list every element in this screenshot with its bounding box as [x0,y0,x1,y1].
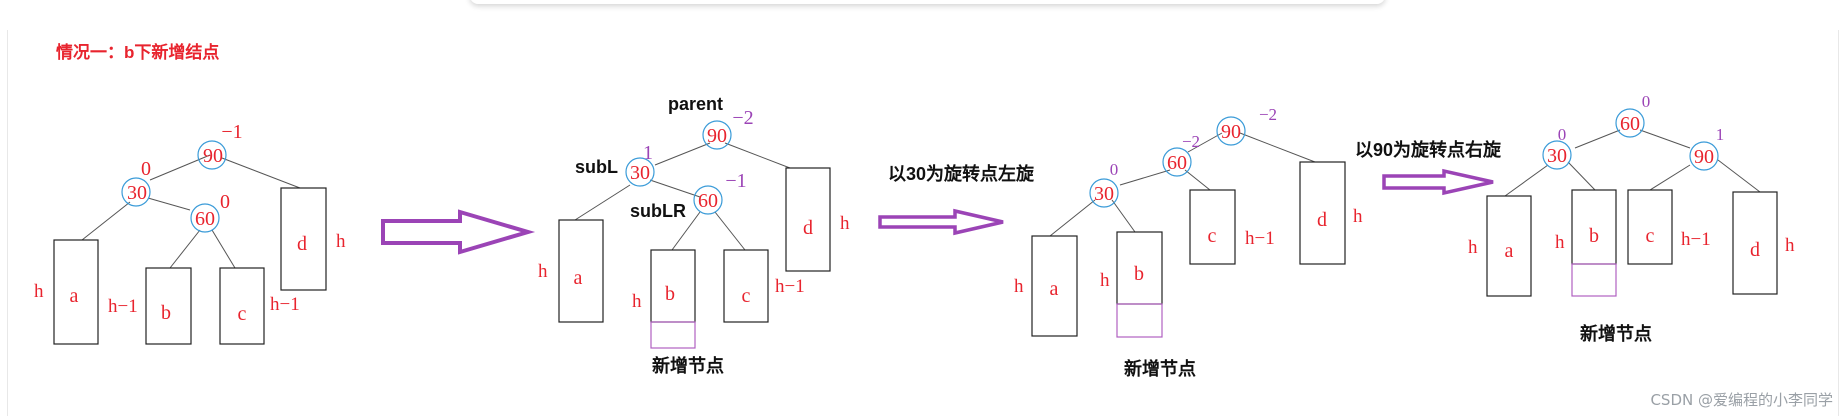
height-b: h [1100,270,1110,291]
new-node-label: 新增节点 [1580,323,1652,344]
subtree-a: a [70,285,79,307]
bf-90: −1 [221,121,242,143]
height-b: h−1 [108,296,138,317]
height-b: h [632,291,642,312]
subtree-d: d [1317,209,1327,231]
bf-30: 1 [643,142,653,164]
subtree-b: b [665,283,675,305]
height-a: h [1468,237,1478,258]
height-d: h [336,231,346,252]
step-2-label: 以90为旋转点右旋 [1355,139,1502,160]
node-60: 60 [1620,113,1640,135]
subtree-b: b [1589,225,1599,247]
node-30: 30 [127,182,147,204]
top-panel-edge [470,0,1385,4]
new-node-label: 新增节点 [652,355,724,376]
node-90: 90 [707,125,727,147]
new-node-box [1571,263,1617,297]
node-30: 30 [1094,183,1114,205]
height-d: h [840,213,850,234]
arrow-right-2 [878,208,1004,236]
height-a: h [1014,276,1024,297]
subtree-d: d [297,233,307,255]
bf-90: −2 [1259,105,1277,124]
node-60: 60 [195,208,215,230]
height-d: h [1785,235,1795,256]
label-subL: subL [575,157,618,177]
subtree-c: c [1646,225,1655,247]
bf-60: 0 [220,191,230,213]
bf-30: 0 [141,158,151,180]
right-border [1838,30,1839,416]
subtree-c: c [238,303,247,325]
subtree-a: a [1050,278,1059,300]
bf-30: 0 [1110,160,1119,179]
node-90: 90 [1694,146,1714,168]
new-node-label: 新增节点 [1124,358,1196,379]
subtree-d: d [1750,239,1760,261]
subtree-b: b [1134,263,1144,285]
subtree-b: b [161,302,171,324]
new-node-box [650,321,696,349]
height-c: h−1 [1245,228,1275,249]
bf-60: −1 [725,170,746,192]
subtree-c: c [742,285,751,307]
node-30: 30 [1547,145,1567,167]
node-30: 30 [630,162,650,184]
arrow-right-1 [381,209,536,255]
height-d: h [1353,206,1363,227]
bf-60: 0 [1642,92,1651,111]
height-c: h−1 [775,276,805,297]
arrow-right-3 [1382,168,1494,196]
left-border [7,30,8,416]
diagram-3-after-left-rotation: 90 60 30 a b c d −2 −2 0 h h h−1 h 新增节点 [1014,105,1363,379]
subtree-a: a [574,267,583,289]
node-60: 60 [1167,152,1187,174]
label-parent: parent [668,94,723,114]
diagram-4-after-right-rotation: 60 30 90 a b c d 0 0 1 h h h−1 h 新增节点 [1468,92,1795,344]
height-c: h−1 [270,294,300,315]
step-1-label: 以30为旋转点左旋 [888,163,1035,184]
subtree-c: c [1208,225,1217,247]
bf-30: 0 [1558,125,1567,144]
bf-60: −2 [1182,132,1200,151]
node-90: 90 [1221,121,1241,143]
bf-90: −2 [732,107,753,129]
new-node-box [1116,303,1163,338]
diagram-1-initial-tree: 90 30 60 −1 0 0 a b c d h h−1 h−1 h [34,121,346,345]
height-a: h [34,281,44,302]
height-a: h [538,261,548,282]
node-90: 90 [203,145,223,167]
diagram-2-after-insert: parent subL subLR 90 30 60 a b [538,94,850,376]
subtree-d: d [803,217,813,239]
label-subLR: subLR [630,201,686,221]
bf-90: 1 [1716,125,1725,144]
subtree-a: a [1505,240,1514,262]
height-c: h−1 [1681,229,1711,250]
height-b: h [1555,232,1565,253]
node-60: 60 [698,190,718,212]
watermark: CSDN @爱编程的小李同学 [1650,391,1833,409]
page-title: 情况一：b下新增结点 [56,42,219,62]
